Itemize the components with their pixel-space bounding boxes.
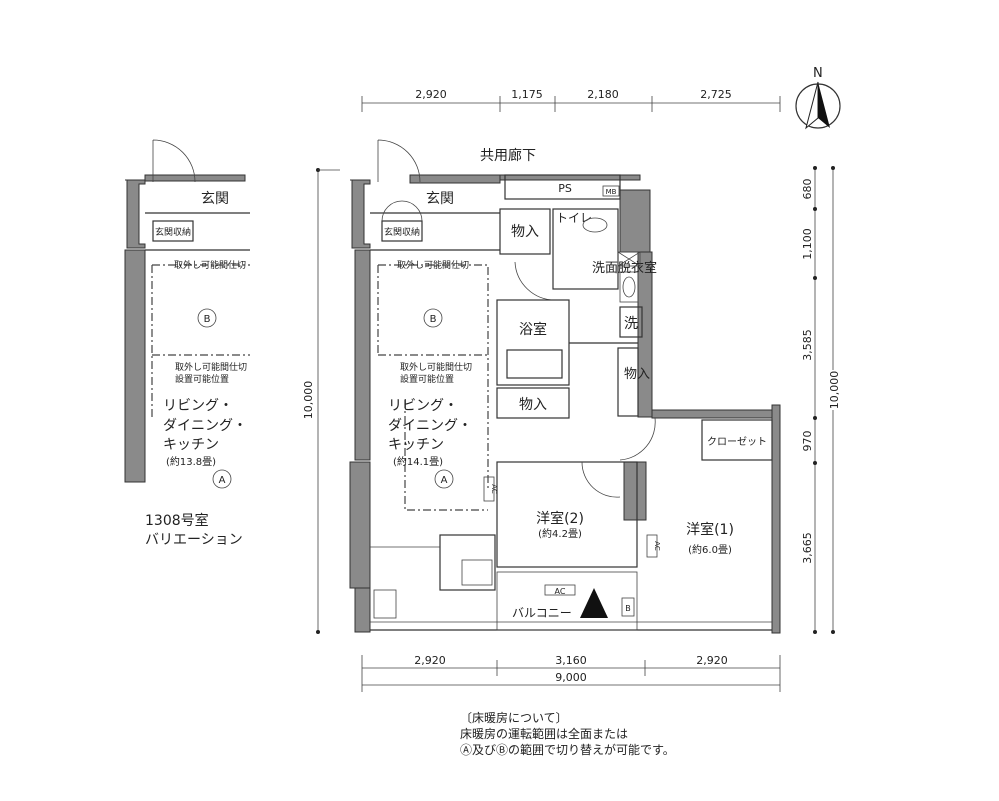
toilet-icon (582, 217, 608, 233)
toilet-label: トイレ (556, 211, 592, 225)
variant-partition-label: 取外し可能間仕切 (174, 259, 246, 271)
main-plan-walls (349, 174, 781, 634)
dim-left-total: 10,000 (302, 381, 315, 420)
entrance-storage-label: 玄関収納 (384, 226, 420, 238)
partition-label: 取外し可能間仕切 (397, 259, 469, 271)
dim-top-4: 2,725 (700, 88, 732, 101)
north-label: N (813, 66, 823, 81)
dim-right-total: 10,000 (828, 371, 841, 410)
western1-size: (約6.0畳) (688, 543, 732, 556)
western2-size: (約4.2畳) (538, 527, 582, 540)
bath-label: 浴室 (519, 321, 547, 338)
balcony-label: バルコニー (512, 606, 572, 620)
mb-label: MB (606, 188, 617, 196)
partition-pos-label-2: 設置可能位置 (400, 373, 454, 385)
ldk-size: (約14.1畳) (393, 455, 443, 468)
variant-zone-b: B (204, 314, 211, 325)
ps-label: PS (558, 182, 572, 195)
ac-label-2: AC (555, 587, 566, 596)
top-dimensions: 2,920 1,175 2,180 2,725 (361, 88, 781, 112)
ac-label-3: AC (653, 541, 661, 551)
storage-label-3: 物入 (624, 367, 650, 382)
ldk-label-2: ダイニング・ (388, 418, 472, 434)
partition-pos-label-1: 取外し可能間仕切 (400, 361, 472, 373)
dim-top-2: 1,175 (511, 88, 543, 101)
variant-zone-a: A (219, 475, 226, 486)
ldk-label-1: リビング・ (388, 398, 458, 414)
variant-ldk-size: (約13.8畳) (166, 455, 216, 468)
zone-b-label: B (430, 314, 437, 325)
dim-top-1: 2,920 (415, 88, 447, 101)
north-compass-icon: N (795, 66, 841, 130)
bottom-dimensions: 2,920 3,160 2,920 9,000 (361, 654, 781, 692)
entrance-door (377, 139, 421, 183)
dim-top-3: 2,180 (587, 88, 619, 101)
dim-bottom-3: 2,920 (696, 654, 728, 667)
balcony-b-label: B (625, 604, 631, 613)
variant-partition-pos-1: 取外し可能間仕切 (175, 361, 247, 373)
dim-right-4: 970 (801, 431, 814, 452)
storage-label-1: 物入 (511, 224, 539, 240)
left-dimension: 10,000 (302, 168, 340, 634)
zone-a-label: A (441, 475, 448, 486)
western2-label: 洋室(2) (536, 510, 584, 527)
washroom-label: 洗面脱衣室 (592, 260, 657, 276)
closet-label: クローゼット (707, 436, 767, 448)
variant-entrance-label: 玄関 (201, 190, 229, 207)
variant-title-2: バリエーション (145, 532, 243, 548)
dim-bottom-total: 9,000 (555, 671, 587, 684)
notes-line-2: Ⓐ及びⒷの範囲で切り替えが可能です。 (460, 743, 675, 757)
dim-right-5: 3,665 (801, 532, 814, 564)
notes-line-1: 床暖房の運転範囲は全面または (460, 727, 629, 741)
ac-label-1: AC (490, 484, 498, 494)
right-dimensions: 680 1,100 3,585 970 3,665 10,000 (801, 166, 841, 634)
variant-ldk-3: キッチン (163, 437, 219, 453)
washer-label: 洗 (624, 316, 638, 332)
storage-label-2: 物入 (519, 397, 547, 413)
variant-ldk-2: ダイニング・ (163, 418, 247, 434)
variant-partition-pos-2: 設置可能位置 (175, 373, 229, 385)
notes-heading: 〔床暖房について〕 (460, 711, 568, 725)
ldk-label-3: キッチン (388, 437, 444, 453)
dim-bottom-2: 3,160 (555, 654, 587, 667)
variant-title-1: 1308号室 (145, 513, 209, 529)
western1-label: 洋室(1) (686, 521, 734, 538)
floor-heating-notes: 〔床暖房について〕 床暖房の運転範囲は全面または Ⓐ及びⒷの範囲で切り替えが可能… (460, 710, 675, 758)
variant-plan: 玄関 玄関収納 取外し可能間仕切 B 取外し可能間仕切 設置可能位置 リビング・… (124, 139, 250, 489)
dim-right-2: 1,100 (801, 228, 814, 260)
variant-entrance-storage-label: 玄関収納 (155, 226, 191, 238)
corridor-label: 共用廊下 (480, 147, 536, 164)
dim-bottom-1: 2,920 (414, 654, 446, 667)
variant-caption: 1308号室 バリエーション (145, 512, 243, 550)
outdoor-unit-icon (580, 588, 608, 618)
variant-ldk-1: リビング・ (163, 398, 233, 414)
dim-right-3: 3,585 (801, 329, 814, 361)
dim-right-1: 680 (801, 179, 814, 200)
entrance-label: 玄関 (426, 190, 454, 207)
